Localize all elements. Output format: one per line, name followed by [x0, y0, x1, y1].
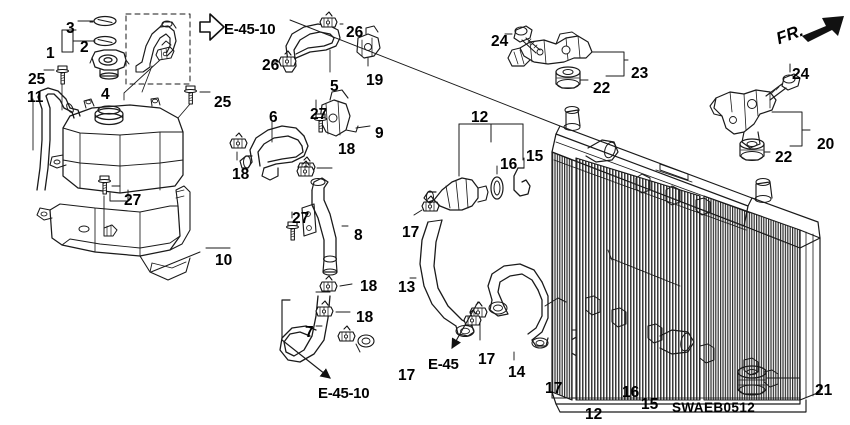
diagram-part-number: SWAEB0512 [672, 400, 756, 415]
callout-mounting-bolt: 24 [792, 66, 810, 83]
callout-flange-bolt: 25 [28, 71, 46, 88]
reservoir-cap-group [89, 15, 130, 80]
callout-drain-plug: 21 [815, 382, 833, 399]
hose-connector-12-upper [423, 177, 489, 211]
callout-hose-clip: 19 [366, 72, 384, 89]
callout-flange-bolt: 27 [310, 106, 328, 123]
overflow-hose-11 [36, 87, 81, 191]
callout-upper-water-hose: 6 [269, 109, 278, 126]
mount-cushion-22a [555, 66, 581, 89]
mounting-bolt-24b [765, 73, 801, 101]
callout-hose-clamp: 18 [232, 166, 250, 183]
callout-overflow-hose: 11 [27, 89, 44, 106]
callout-hose-clamp: 26 [262, 57, 280, 74]
o-ring-16-upper [490, 176, 504, 200]
callout-radiator-cap-assembly: 1 [46, 45, 55, 62]
callout-hose-clamp: 18 [338, 141, 356, 158]
retaining-clip-15-upper [513, 167, 531, 197]
callout-upper-mount-bracket: 23 [631, 65, 649, 82]
callout-upper-radiator-hose: 13 [398, 279, 416, 296]
right-mount-bracket-20 [709, 89, 777, 149]
reference-label-ref-top: E-45-10 [224, 21, 276, 38]
flange-bolt-25b [183, 85, 198, 105]
callout-hose-clamp: 18 [360, 278, 378, 295]
callout-hose-clamp: 17 [478, 351, 496, 368]
mounting-bolt-24a [513, 25, 541, 54]
hollow-arrow-e4510 [199, 13, 225, 41]
hose-clamp-17a [337, 325, 356, 342]
callout-o-ring-small: 3 [66, 20, 75, 37]
callout-flange-bolt: 27 [124, 192, 142, 209]
callout-breather-hose: 5 [330, 78, 339, 95]
drain-plug-21 [737, 365, 767, 396]
upper-water-hose-6 [239, 125, 309, 181]
callout-hose-clamp: 17 [402, 224, 420, 241]
hose-clamp-18e [315, 300, 334, 317]
callout-lower-radiator-hose: 14 [508, 364, 526, 381]
reservoir-bracket [36, 185, 191, 281]
mount-cushion-22b [739, 138, 765, 161]
callout-mounting-bolt: 24 [491, 33, 509, 50]
callout-retaining-clip: 15 [641, 396, 659, 413]
lower-water-hose-7 [279, 291, 331, 363]
upper-mount-bracket-23 [507, 31, 593, 67]
hose-clamp-17c [469, 301, 488, 318]
radiator-assembly [289, 19, 821, 413]
reference-label-ref-bottommid: E-45 [428, 356, 459, 373]
hose-clamp-18a [229, 132, 248, 149]
water-pipe-8 [301, 177, 338, 276]
callout-o-ring-seal: 16 [500, 156, 518, 173]
callout-flange-bolt: 27 [292, 210, 310, 227]
callout-o-ring: 2 [80, 39, 89, 56]
hose-clamp-18d [319, 275, 338, 292]
callout-flange-bolt: 25 [214, 94, 232, 111]
callout-reservoir-tank-cap: 4 [101, 86, 110, 103]
callout-hose-assembly: 12 [585, 406, 603, 423]
hose-clamp-26a [319, 11, 338, 28]
callout-hose-assembly: 12 [471, 109, 489, 126]
callout-hose-clamp: 18 [356, 309, 374, 326]
callout-right-mount-bracket: 20 [817, 136, 835, 153]
front-direction-arrow-icon [802, 16, 844, 42]
callout-hose-clamp: 17 [545, 380, 563, 397]
upper-radiator-hose-13 [419, 219, 475, 338]
callout-hose-clamp: 17 [398, 367, 416, 384]
callout-o-ring-seal: 16 [622, 384, 640, 401]
callout-retaining-clip: 15 [526, 148, 544, 165]
callout-hose-clamp: 26 [346, 24, 364, 41]
callout-hose-bracket: 9 [375, 125, 384, 142]
callout-lower-water-hose: 7 [305, 324, 314, 341]
hose-clip-19 [356, 25, 381, 59]
callout-mount-cushion: 22 [593, 80, 611, 97]
callout-reservoir-bracket: 10 [215, 252, 233, 269]
inset-hose-detail [135, 20, 177, 73]
reference-label-ref-bottomleft: E-45-10 [318, 385, 370, 402]
callout-mount-cushion: 22 [775, 149, 793, 166]
flange-bolt-25a [55, 65, 70, 85]
callout-water-pipe: 8 [354, 227, 363, 244]
lower-radiator-hose-14 [487, 263, 549, 349]
reservoir-tank [49, 97, 184, 202]
